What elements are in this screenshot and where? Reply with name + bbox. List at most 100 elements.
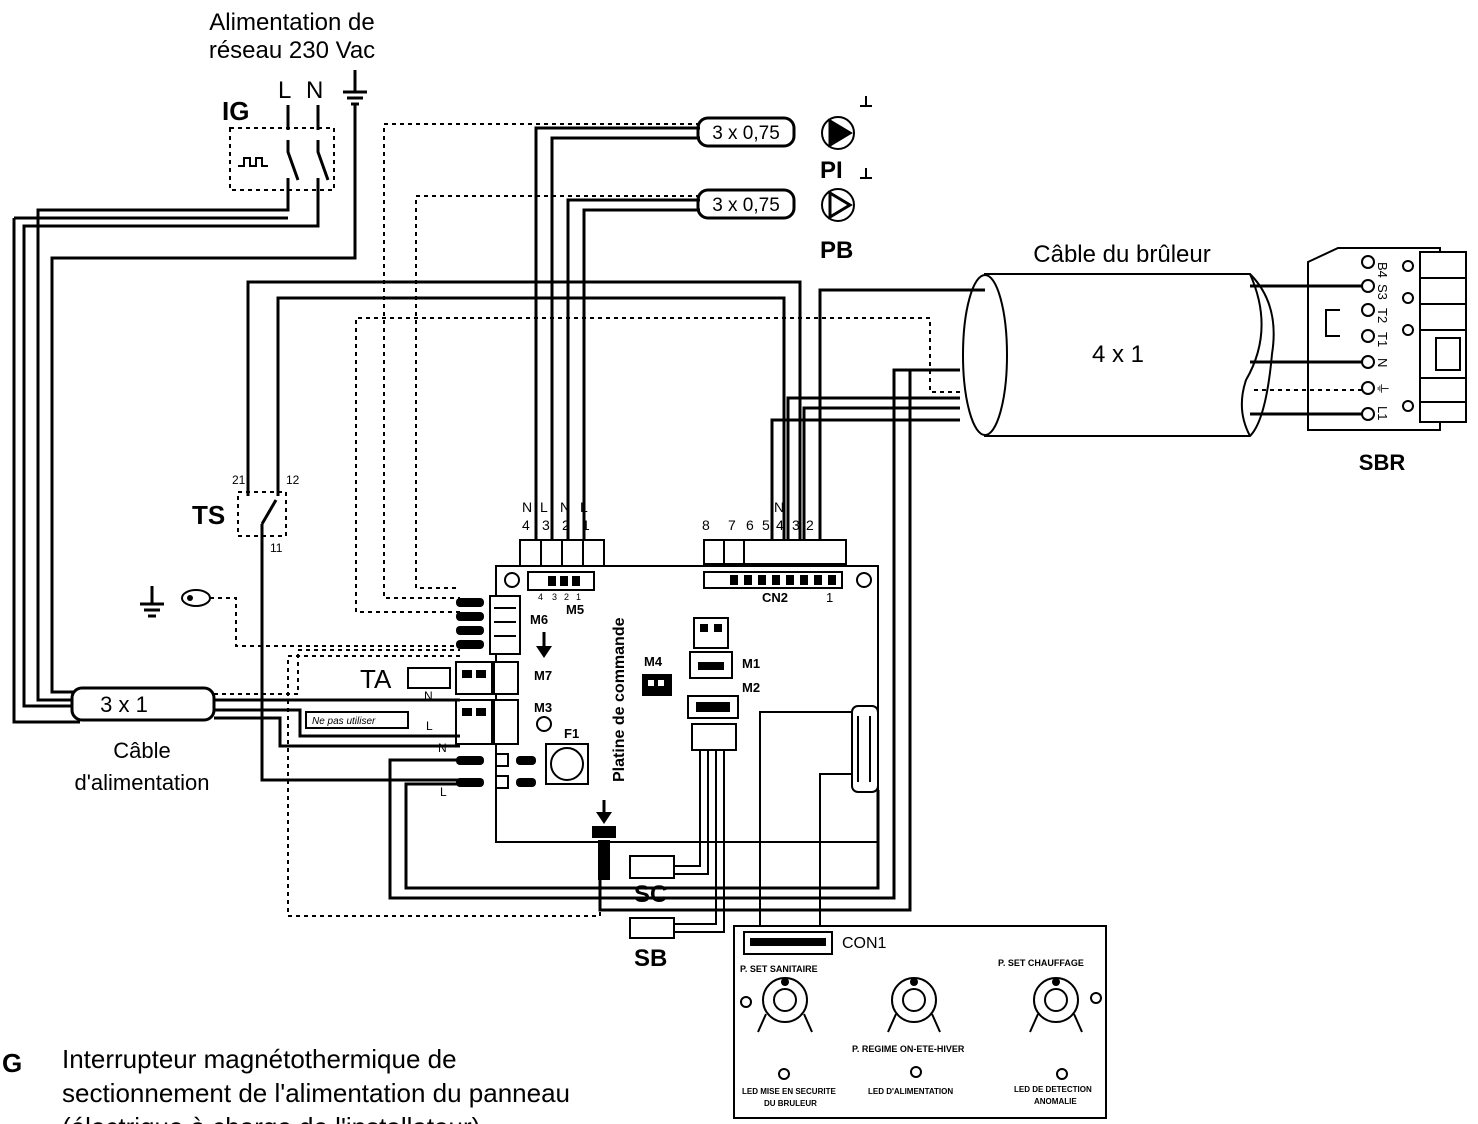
m2-label: M2 <box>742 680 760 695</box>
sbr-label: SBR <box>1359 450 1406 475</box>
f1-label: F1 <box>564 726 579 741</box>
sc-label: SC <box>634 881 667 908</box>
f1-fuse <box>545 743 589 785</box>
supply-earth-icon <box>343 70 367 106</box>
sbr-pin-n: N <box>1375 358 1390 367</box>
supply-n-label: N <box>306 77 323 104</box>
sbr-pin-t1: T1 <box>1375 332 1390 347</box>
ta-label: TA <box>360 664 392 694</box>
regime-label: P. REGIME ON-ETE-HIVER <box>852 1044 965 1054</box>
probe-icon <box>181 589 211 607</box>
side-connector <box>851 705 879 793</box>
con1-connector <box>743 931 833 955</box>
sc-sensor <box>629 855 675 879</box>
earth-icon-left <box>140 586 164 618</box>
m3-connector <box>455 699 519 745</box>
ts-terminal-21: 21 <box>232 473 246 487</box>
ts-label: TS <box>192 500 225 530</box>
cn2-socket <box>703 571 843 589</box>
m5-top-l1: L <box>580 499 588 515</box>
pb-label: PB <box>820 237 853 264</box>
m5-label: M5 <box>566 602 584 617</box>
m3-n-label: N <box>424 689 433 703</box>
ne-pas-utiliser-box <box>305 711 409 729</box>
set-chauffage-label: P. SET CHAUFFAGE <box>998 958 1084 968</box>
board-earth-icon <box>592 800 616 880</box>
board-title: Platine de commande <box>611 617 628 782</box>
m3-label: M3 <box>534 700 552 715</box>
sbr-screw-terminals <box>1361 255 1414 421</box>
ig-label: IG <box>222 96 249 126</box>
pi-earth-icon <box>860 96 872 107</box>
set-sanitaire-knob[interactable] <box>757 977 813 1033</box>
bottom-n-label: N <box>438 741 447 755</box>
cn2-num-7: 7 <box>728 517 736 533</box>
led-securite <box>778 1068 790 1080</box>
pb-earth-icon <box>860 168 872 179</box>
supply-cable-line1: Câble <box>113 738 170 763</box>
sbr-pin-t2: T2 <box>1375 308 1390 323</box>
led-alimentation-label: LED D'ALIMENTATION <box>868 1087 953 1096</box>
cn2-num-5: 5 <box>762 517 770 533</box>
led-alimentation <box>910 1066 922 1078</box>
m6-plug-pins <box>456 598 484 649</box>
supply-title-line2: réseau 230 Vac <box>209 37 375 64</box>
m4-connector <box>642 674 672 696</box>
pi-pump-icon <box>821 116 855 150</box>
supply-cable-line2: d'alimentation <box>74 770 209 795</box>
pb-cable-spec: 3 x 0,75 <box>712 195 780 216</box>
m5-top-n2: N <box>560 499 570 515</box>
legend-line1: Interrupteur magnétothermique de <box>62 1044 457 1074</box>
sbr-pin-l1: L1 <box>1375 406 1390 420</box>
m1-connector <box>689 617 733 679</box>
led-anomalie-line1: LED DE DETECTION <box>1014 1085 1092 1094</box>
supply-cable-spec: 3 x 1 <box>100 692 148 717</box>
ig-switch <box>229 127 335 191</box>
ta-box <box>407 667 451 689</box>
burner-cable-spec: 4 x 1 <box>1092 341 1144 368</box>
con1-label: CON1 <box>842 935 887 952</box>
sbr-pin-earth: ⏚ <box>1375 382 1390 395</box>
m7-connector <box>455 661 519 695</box>
led-securite-line2: DU BRULEUR <box>764 1099 817 1108</box>
pb-cable-sleeve <box>696 188 796 220</box>
sb-sensor <box>629 917 675 939</box>
m1-label: M1 <box>742 656 760 671</box>
set-sanitaire-label: P. SET SANITAIRE <box>740 964 818 974</box>
regime-knob[interactable] <box>887 977 941 1033</box>
cn2-num-2: 2 <box>806 517 814 533</box>
board-down-arrow-icon <box>536 632 552 658</box>
pi-label: PI <box>820 157 843 184</box>
m5-top-n4: N <box>522 499 532 515</box>
burner-cable-title: Câble du brûleur <box>1033 241 1210 268</box>
cn2-num-6: 6 <box>746 517 754 533</box>
cn2-label: CN2 <box>762 590 788 605</box>
supply-cable-sleeve <box>70 686 216 722</box>
legend-line2: sectionnement de l'alimentation du panne… <box>62 1078 570 1108</box>
ts-terminal-11: 11 <box>270 541 283 555</box>
m6-connector <box>489 595 521 655</box>
cn2-num-4: 4 <box>776 517 784 533</box>
cn2-terminal-block <box>703 539 847 565</box>
led-securite-line1: LED MISE EN SECURITE <box>742 1087 836 1096</box>
legend-key: G <box>2 1048 22 1078</box>
led-anomalie-line2: ANOMALIE <box>1034 1097 1077 1106</box>
bottom-left-plugs <box>456 753 536 789</box>
m5-num-2: 2 <box>562 517 570 533</box>
cn2-pin-1: 1 <box>826 590 833 605</box>
m5-terminal-block <box>519 539 605 567</box>
bottom-l-label: L <box>440 785 447 799</box>
pi-cable-spec: 3 x 0,75 <box>712 123 780 144</box>
m5-pin-2: 2 <box>564 592 569 602</box>
cn2-n-mark: N <box>774 499 784 515</box>
m5-num-3: 3 <box>542 517 550 533</box>
cn2-num-3: 3 <box>792 517 800 533</box>
pi-cable-sleeve <box>696 116 796 148</box>
supply-title-line1: Alimentation de <box>209 9 374 36</box>
m6-label: M6 <box>530 612 548 627</box>
m4-label: M4 <box>644 654 663 669</box>
m2-connector <box>687 695 739 719</box>
m5-num-1: 1 <box>582 517 590 533</box>
set-chauffage-knob[interactable] <box>1029 977 1083 1033</box>
